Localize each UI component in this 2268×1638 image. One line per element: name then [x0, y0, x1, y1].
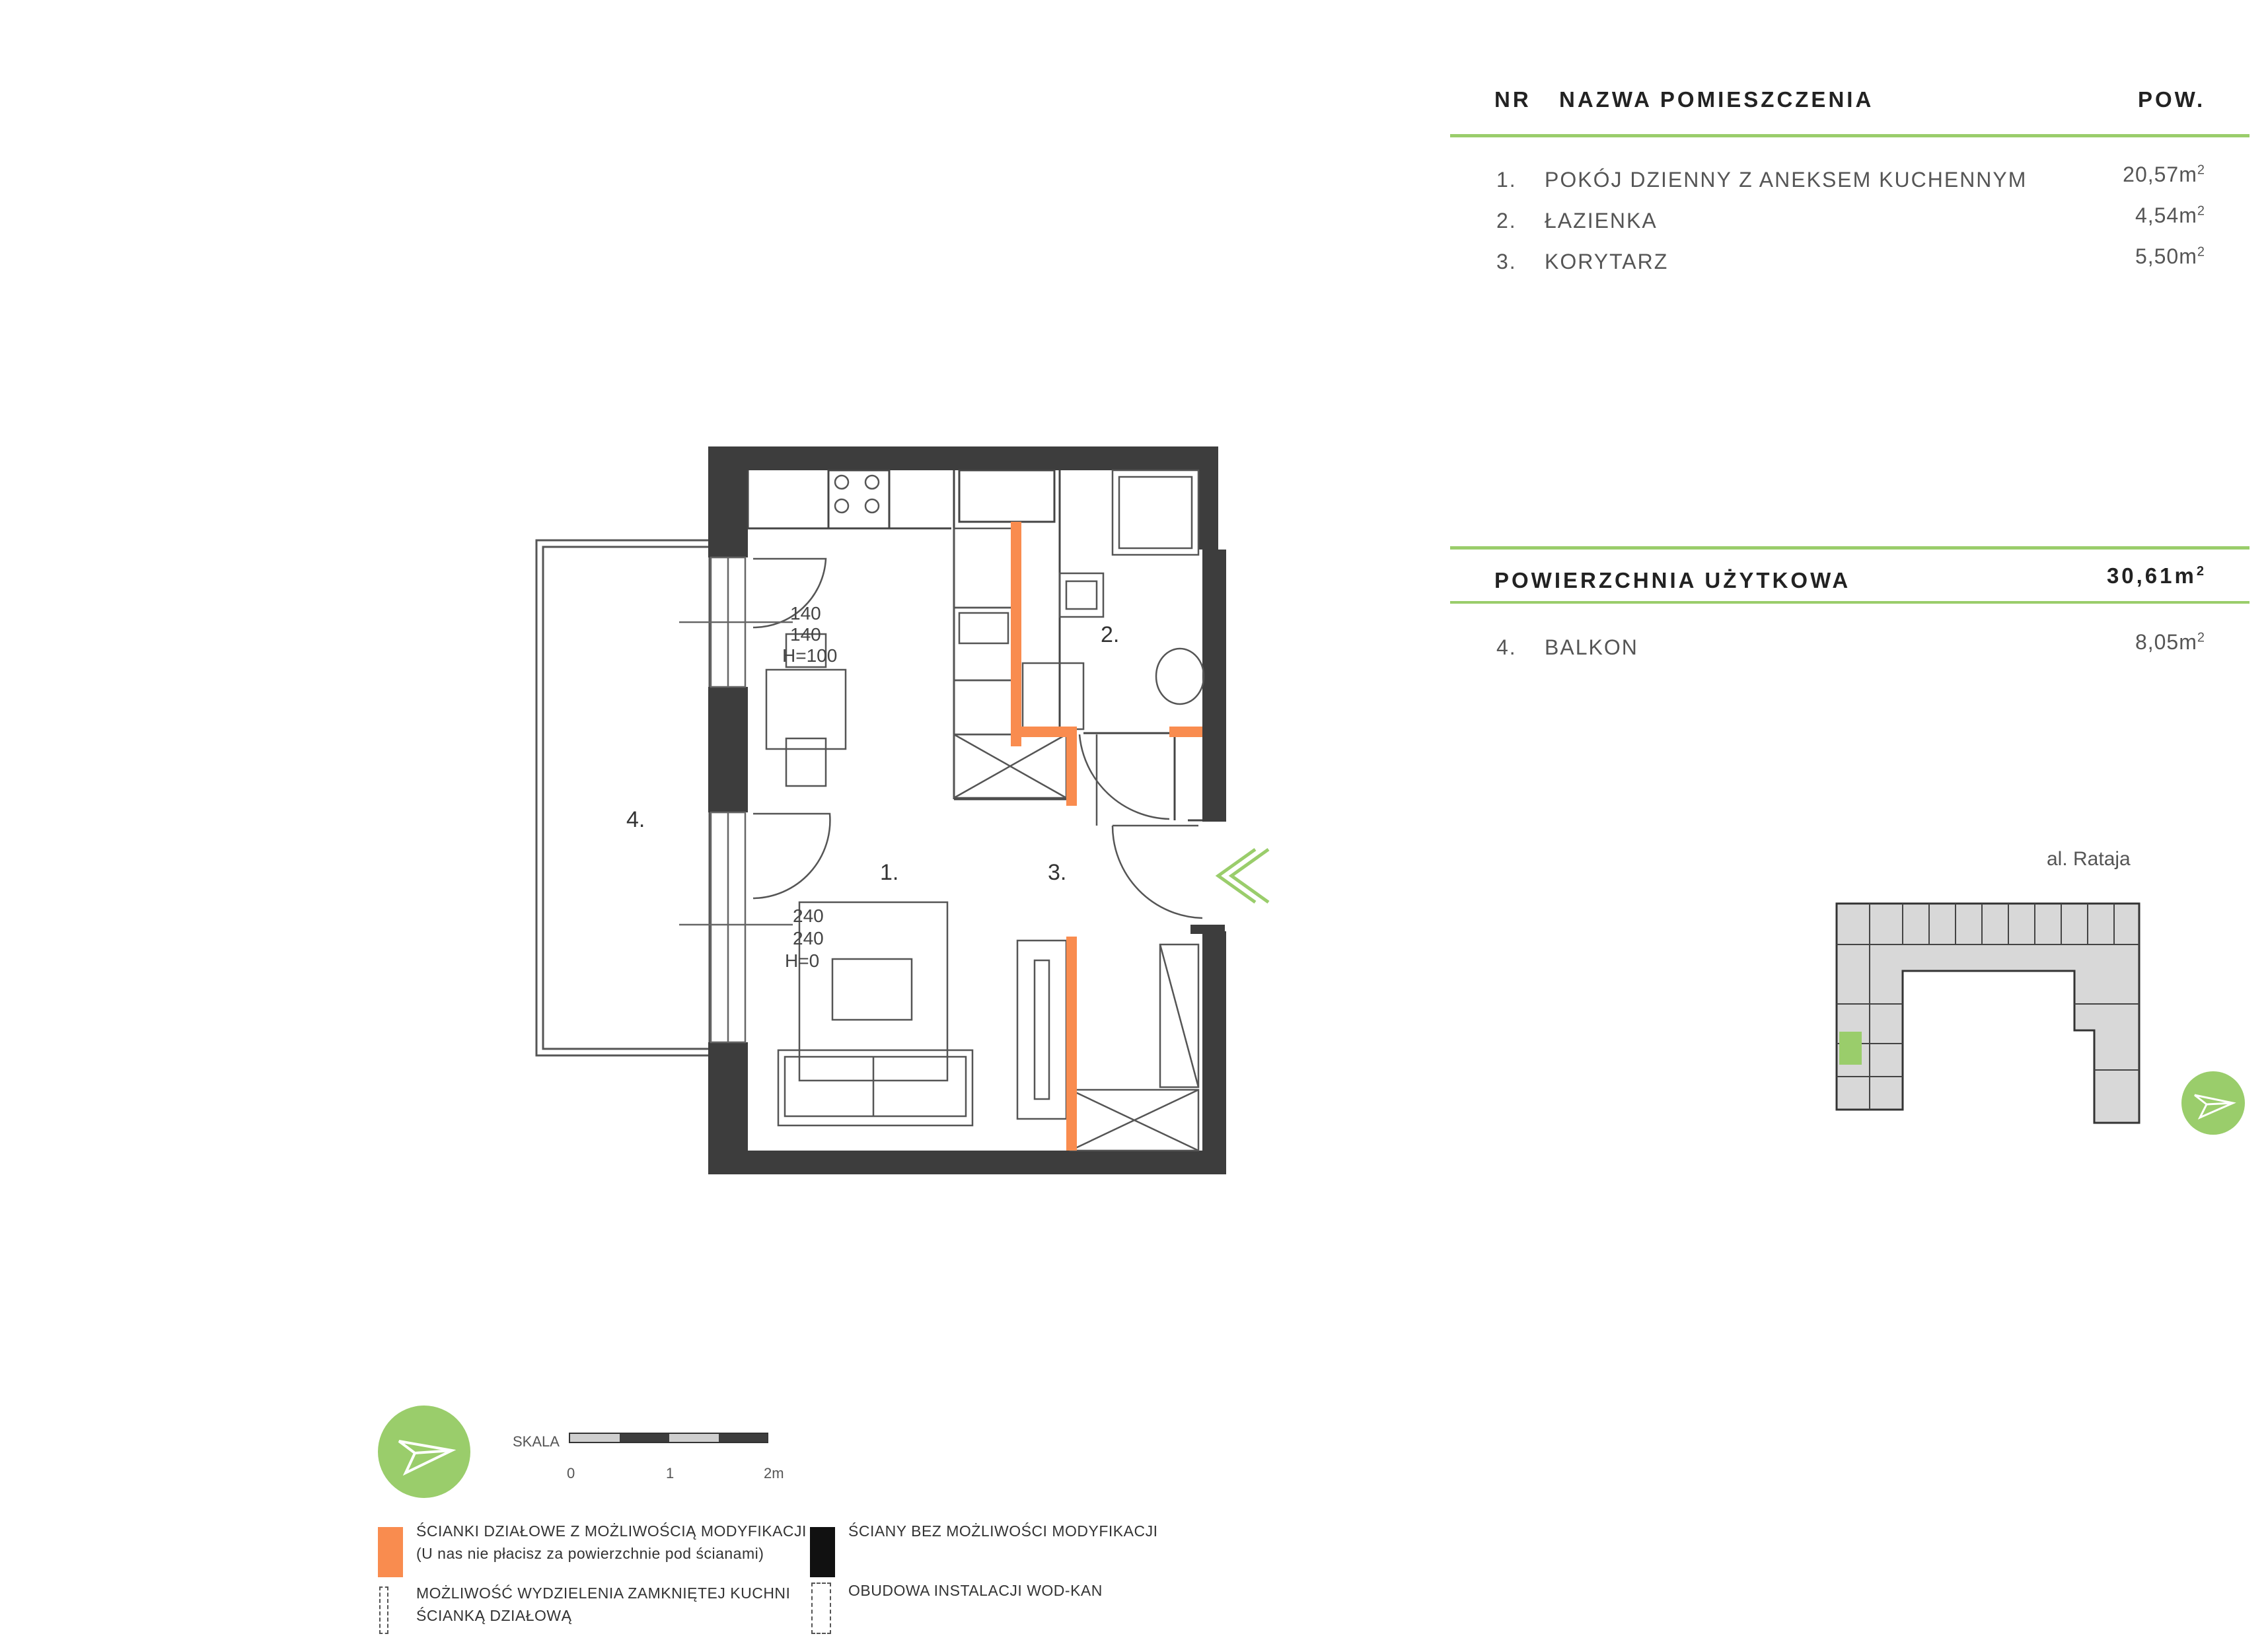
usable-area-value: 30,61m2	[2106, 563, 2207, 588]
room-name-3: KORYTARZ	[1545, 250, 1669, 273]
doors	[752, 557, 1203, 919]
legend-kitchen-wall-swatch	[379, 1586, 388, 1634]
table-header-divider	[1450, 134, 2250, 137]
entrance-chevron-icon	[1215, 847, 1270, 904]
table-header-nr: NR	[1494, 87, 1531, 112]
fixed-walls	[708, 446, 1226, 1174]
room-area-1: 20,57m2	[2123, 162, 2205, 186]
bathroom-fixtures	[1021, 469, 1205, 730]
room-label-2: 2.	[1101, 622, 1119, 647]
window-bottom-width-2: 240	[793, 928, 824, 948]
room-label-1: 1.	[880, 860, 898, 885]
scale-label: SKALA	[513, 1433, 560, 1450]
window-top-width-2: 140	[790, 624, 821, 645]
table-header-area: POW.	[2138, 87, 2206, 112]
window-bottom-height: H=0	[785, 950, 819, 971]
site-map	[1835, 902, 2140, 1124]
site-map-compass-arrow-icon	[2181, 1071, 2245, 1135]
balcony-area: 8,05m2	[2135, 630, 2205, 654]
kitchen-fixtures	[834, 474, 1068, 799]
legend-modifiable-walls-note: (U nas nie płacisz za powierzchnie pod ś…	[416, 1545, 764, 1562]
usable-area-label: POWIERZCHNIA UŻYTKOWA	[1494, 568, 1851, 592]
legend-modifiable-walls: ŚCIANKI DZIAŁOWE Z MOŻLIWOŚCIĄ MODYFIKAC…	[416, 1522, 807, 1540]
room-area-3: 5,50m2	[2135, 244, 2205, 268]
room-label-3: 3.	[1048, 860, 1066, 885]
legend-fixed-walls-swatch	[810, 1527, 835, 1577]
room-nr-1: 1.	[1496, 168, 1517, 192]
room-name-1: POKÓJ DZIENNY Z ANEKSEM KUCHENNYM	[1545, 168, 2028, 192]
usable-area-bottom-divider	[1450, 601, 2250, 604]
room-area-2: 4,54m2	[2135, 203, 2205, 227]
scale-bar	[569, 1433, 768, 1443]
room-name-2: ŁAZIENKA	[1545, 209, 1658, 232]
usable-area-top-divider	[1450, 546, 2250, 550]
balcony-nr: 4.	[1496, 635, 1517, 659]
room-nr-2: 2.	[1496, 209, 1517, 232]
modifiable-walls	[1011, 522, 1202, 1151]
furniture	[765, 633, 1200, 1152]
legend-kitchen-wall-line2: ŚCIANKĄ DZIAŁOWĄ	[416, 1607, 572, 1624]
room-nr-3: 3.	[1496, 250, 1517, 273]
legend-installation: OBUDOWA INSTALACJI WOD-KAN	[848, 1582, 1103, 1599]
balcony-outline	[535, 539, 711, 1057]
legend-kitchen-wall-line1: MOŻLIWOŚĆ WYDZIELENIA ZAMKNIĘTEJ KUCHNI	[416, 1585, 791, 1602]
site-map-street-label: al. Rataja	[2047, 848, 2131, 870]
compass-arrow-icon	[378, 1406, 470, 1498]
legend-modifiable-walls-swatch	[378, 1527, 403, 1577]
window-top-width-1: 140	[790, 603, 821, 623]
windows	[679, 556, 793, 1044]
balcony-name: BALKON	[1545, 635, 1638, 659]
window-top-height: H=100	[782, 645, 837, 666]
scale-tick-0: 0	[567, 1465, 575, 1481]
site-map-apartment-highlight	[1839, 1032, 1862, 1065]
legend-fixed-walls: ŚCIANY BEZ MOŻLIWOŚCI MODYFIKACJI	[848, 1522, 1158, 1540]
table-header-name: NAZWA POMIESZCZENIA	[1559, 87, 1874, 112]
legend-installation-swatch	[811, 1583, 831, 1634]
scale-tick-1: 1	[666, 1465, 675, 1481]
room-label-4: 4.	[626, 807, 645, 832]
window-bottom-width-1: 240	[793, 906, 824, 926]
scale-tick-2m: 2m	[764, 1465, 784, 1481]
